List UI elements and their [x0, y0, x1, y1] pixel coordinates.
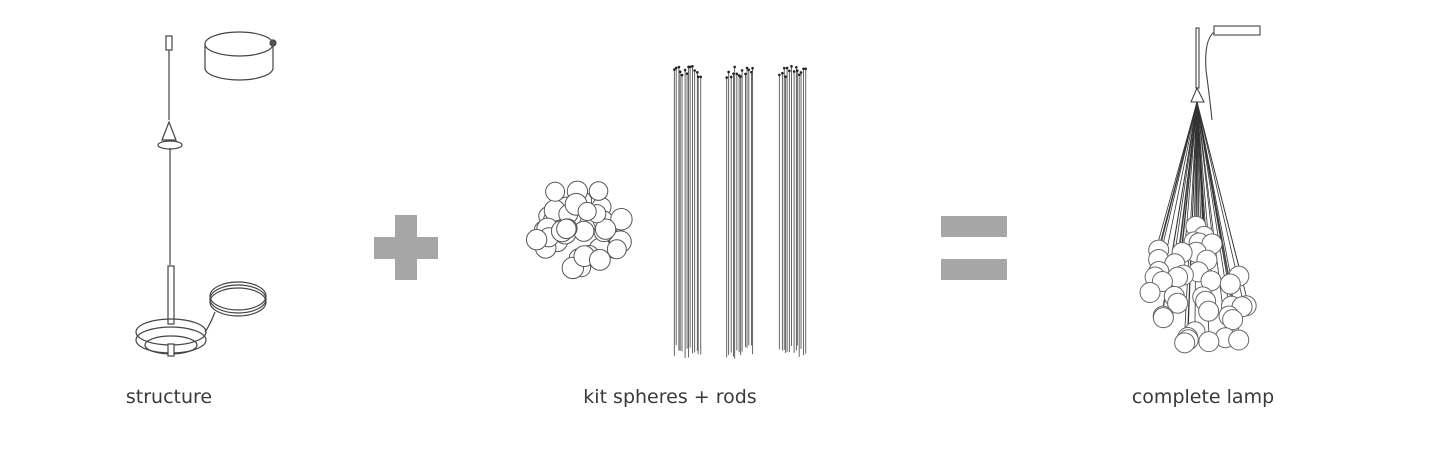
rod-tip: [674, 66, 678, 70]
rod-tip: [799, 71, 803, 74]
rod-tip: [688, 65, 692, 69]
lamp-power-cable: [1205, 31, 1215, 121]
ceiling-canopy: [204, 31, 277, 81]
lamp-top-stem: [1195, 27, 1200, 89]
lamp-sphere: [1228, 329, 1250, 351]
lamp-rod: [1196, 101, 1230, 307]
rod-tip: [797, 73, 801, 77]
rod-tip: [804, 67, 808, 71]
rod-tip: [677, 65, 681, 69]
rod-tip: [735, 72, 739, 76]
rod-tip: [751, 66, 754, 70]
lamp-sphere: [1139, 282, 1161, 304]
rod-tip: [725, 76, 728, 79]
rod-tip: [745, 66, 749, 70]
rod-tip: [699, 75, 703, 79]
rod-tip: [696, 75, 700, 79]
rod-tip: [785, 66, 789, 70]
rod-tip: [792, 70, 796, 73]
lamp-rod: [1161, 101, 1198, 272]
structure-illustration: [135, 31, 277, 357]
rod-tip: [740, 69, 744, 72]
rod-tip: [784, 75, 787, 79]
label-complete-lamp: complete lamp: [1131, 386, 1275, 408]
lamp-rod: [1196, 101, 1213, 234]
sphere: [588, 181, 609, 201]
rod-tip: [680, 73, 684, 77]
plus-sign-vertical: [395, 215, 417, 280]
rod-tip: [691, 65, 694, 68]
sphere: [588, 249, 611, 271]
lamp-rod: [1195, 101, 1198, 217]
base-disc: [135, 318, 207, 357]
lamp-sphere: [1222, 309, 1244, 331]
kit-rods: [673, 65, 808, 359]
lamp-rod: [1174, 101, 1198, 254]
lamp-sphere: [1174, 332, 1196, 354]
rod-tip: [782, 66, 786, 70]
lamp-rod: [1187, 101, 1198, 328]
center-rod: [167, 265, 175, 325]
lamp-sphere: [1219, 273, 1241, 295]
lamp-sphere: [1198, 331, 1220, 353]
rod-tip: [788, 69, 791, 73]
lamp-cone: [1190, 86, 1205, 103]
rod-tip: [744, 72, 747, 76]
rod-tip: [683, 68, 687, 72]
sphere: [525, 228, 548, 251]
rod-tip: [795, 65, 798, 69]
complete-lamp-illustration: [1139, 25, 1261, 354]
cone-holder: [161, 120, 177, 141]
rod-tip: [727, 70, 730, 74]
rod-tip: [693, 69, 696, 72]
lamp-sphere: [1152, 307, 1174, 329]
rod-tip: [673, 68, 676, 71]
sphere: [606, 239, 627, 260]
equals-sign-top: [941, 216, 1007, 237]
label-kit-spheres-rods: kit spheres + rods: [583, 386, 757, 408]
rod-tip: [750, 70, 753, 74]
rod-tip: [781, 71, 784, 75]
sphere: [577, 201, 597, 222]
rod-tip: [732, 72, 735, 75]
rod-tip: [739, 75, 742, 78]
rod-tip: [733, 65, 736, 69]
sphere: [545, 181, 566, 202]
lamp-canopy-box: [1213, 25, 1261, 36]
lamp-sphere: [1198, 300, 1220, 322]
lamp-rod: [1158, 101, 1198, 262]
rod-tip: [790, 65, 793, 68]
label-structure: structure: [125, 386, 213, 408]
lamp-rod: [1196, 101, 1240, 267]
lamp-rod: [1196, 101, 1243, 297]
lamp-sphere: [1167, 292, 1189, 314]
top-connector: [165, 35, 173, 51]
sphere: [610, 208, 633, 231]
rod-tip: [729, 75, 733, 79]
rod-tip: [678, 70, 682, 74]
lamp-rod: [1196, 101, 1226, 328]
equals-sign-bottom: [941, 259, 1007, 280]
rod-tip: [685, 72, 689, 75]
kit-spheres-cluster: [525, 180, 633, 280]
lamp-rod: [1196, 101, 1232, 297]
sphere: [556, 218, 577, 240]
rod-tip: [696, 71, 699, 74]
cone-base: [157, 140, 183, 150]
coiled-cable: [204, 281, 267, 333]
rod-tip: [747, 68, 751, 72]
rod-tip: [802, 67, 805, 71]
rod-tip: [778, 73, 781, 77]
rod-tip: [796, 69, 799, 72]
lamp-rod: [1196, 101, 1231, 275]
sphere: [594, 218, 617, 240]
lamp-rod: [1196, 101, 1200, 233]
